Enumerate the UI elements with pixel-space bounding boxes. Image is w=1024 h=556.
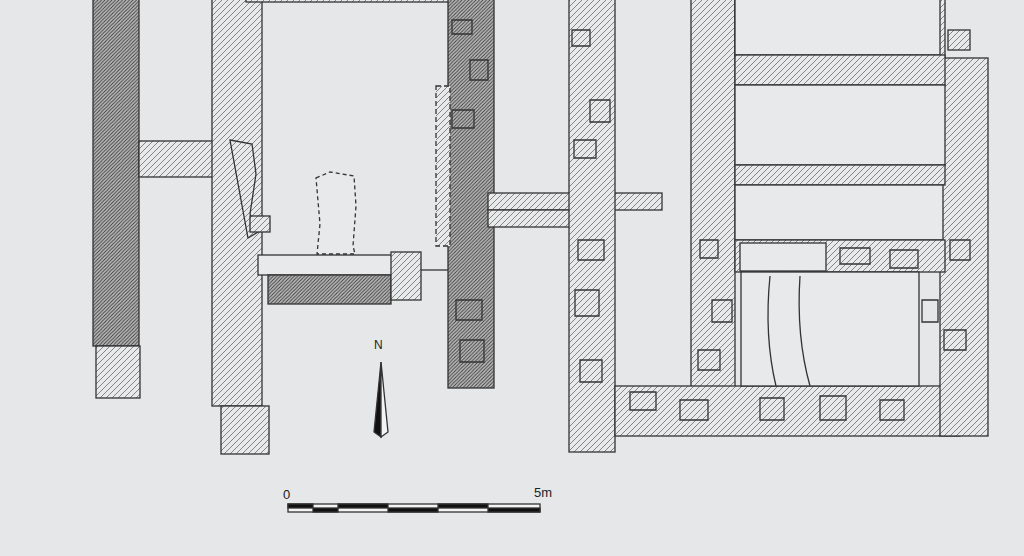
north-label: N [374, 339, 383, 351]
scale-end: 5m [534, 486, 552, 499]
scale-start: 0 [283, 488, 290, 501]
